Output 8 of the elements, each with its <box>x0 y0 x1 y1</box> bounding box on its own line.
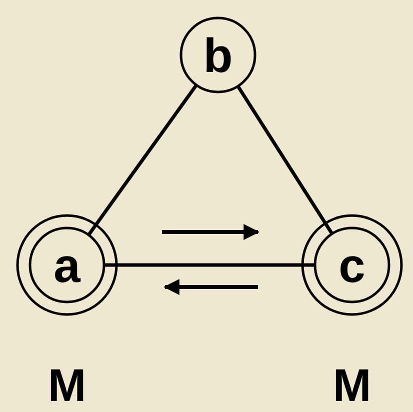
connector-line <box>236 85 334 235</box>
side-label: M <box>332 362 372 408</box>
connector-line <box>104 263 315 267</box>
node-label: c <box>338 243 366 291</box>
side-label: M <box>48 362 86 408</box>
node-label: b <box>203 33 233 81</box>
connector-line <box>87 84 198 236</box>
node-label: a <box>54 243 80 291</box>
